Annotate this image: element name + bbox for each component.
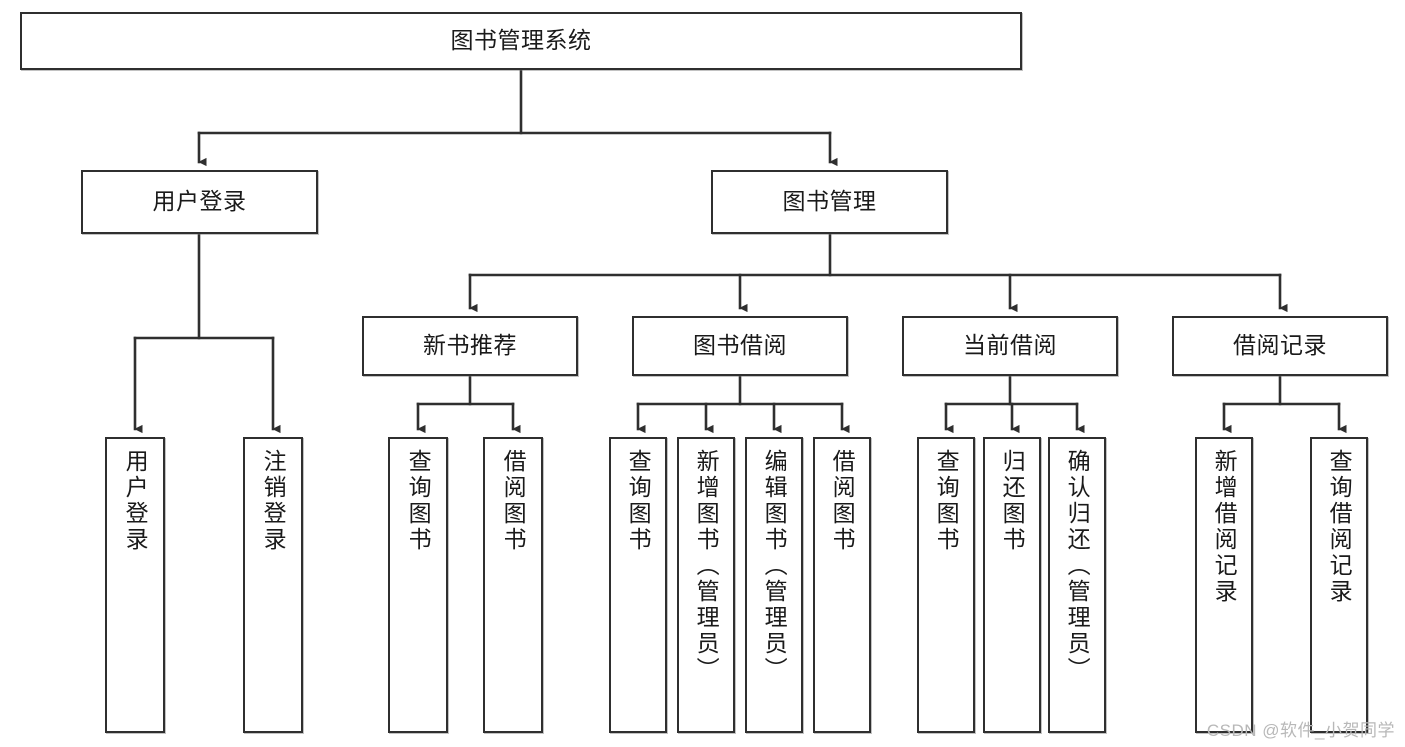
edge-recommend-to-leaves (416, 374, 521, 434)
node-leaf-query-book-2[interactable]: 查询图书 (609, 437, 667, 733)
node-borrow-record-label: 借阅记录 (1233, 332, 1327, 359)
node-leaf-borrow-book-1-label: 借阅图书 (500, 449, 527, 553)
node-leaf-query-book-1-label: 查询图书 (405, 449, 432, 553)
node-root[interactable]: 图书管理系统 (20, 12, 1022, 70)
node-leaf-query-book-2-label: 查询图书 (625, 449, 652, 553)
edge-borrow-to-leaves (636, 374, 850, 434)
node-leaf-add-book-label: 新增图书（管理员） (693, 449, 720, 683)
edge-record-to-leaves (1222, 374, 1347, 434)
node-leaf-user-logout[interactable]: 注销登录 (243, 437, 303, 733)
node-leaf-confirm-return-label: 确认归还（管理员） (1064, 449, 1091, 683)
node-leaf-borrow-book-1[interactable]: 借阅图书 (483, 437, 543, 733)
node-leaf-query-record[interactable]: 查询借阅记录 (1310, 437, 1368, 733)
node-book-manage-label: 图书管理 (782, 188, 877, 215)
csdn-watermark: CSDN @软件_小贺同学 (1206, 721, 1395, 740)
edge-current-to-leaves (944, 374, 1085, 434)
edge-root-to-level2 (197, 68, 838, 167)
node-leaf-user-login-label: 用户登录 (122, 449, 149, 553)
node-leaf-add-book[interactable]: 新增图书（管理员） (677, 437, 735, 733)
node-leaf-edit-book[interactable]: 编辑图书（管理员） (745, 437, 803, 733)
node-leaf-query-book-1[interactable]: 查询图书 (388, 437, 448, 733)
node-leaf-edit-book-label: 编辑图书（管理员） (761, 449, 788, 683)
node-user-login-label: 用户登录 (152, 188, 247, 215)
edge-user-login-to-leaves (133, 232, 281, 434)
node-leaf-add-record[interactable]: 新增借阅记录 (1195, 437, 1253, 733)
node-borrow-record[interactable]: 借阅记录 (1172, 316, 1388, 376)
node-current-borrow[interactable]: 当前借阅 (902, 316, 1118, 376)
node-root-label: 图书管理系统 (450, 27, 592, 54)
node-leaf-borrow-book-2-label: 借阅图书 (829, 449, 856, 553)
node-new-book-recommend[interactable]: 新书推荐 (362, 316, 578, 376)
node-leaf-borrow-book-2[interactable]: 借阅图书 (813, 437, 871, 733)
node-leaf-user-login[interactable]: 用户登录 (105, 437, 165, 733)
node-leaf-return-book[interactable]: 归还图书 (983, 437, 1041, 733)
node-leaf-user-logout-label: 注销登录 (260, 449, 287, 553)
node-leaf-confirm-return[interactable]: 确认归还（管理员） (1048, 437, 1106, 733)
node-leaf-query-record-label: 查询借阅记录 (1326, 449, 1353, 605)
node-new-book-recommend-label: 新书推荐 (423, 332, 517, 359)
edge-book-manage-to-level3 (468, 232, 1288, 313)
node-current-borrow-label: 当前借阅 (963, 332, 1057, 359)
node-book-borrow[interactable]: 图书借阅 (632, 316, 848, 376)
node-user-login[interactable]: 用户登录 (81, 170, 318, 234)
node-leaf-query-book-3-label: 查询图书 (933, 449, 960, 553)
node-book-manage[interactable]: 图书管理 (711, 170, 948, 234)
node-leaf-add-record-label: 新增借阅记录 (1211, 449, 1238, 605)
node-leaf-return-book-label: 归还图书 (999, 449, 1026, 553)
node-book-borrow-label: 图书借阅 (693, 332, 787, 359)
node-leaf-query-book-3[interactable]: 查询图书 (917, 437, 975, 733)
